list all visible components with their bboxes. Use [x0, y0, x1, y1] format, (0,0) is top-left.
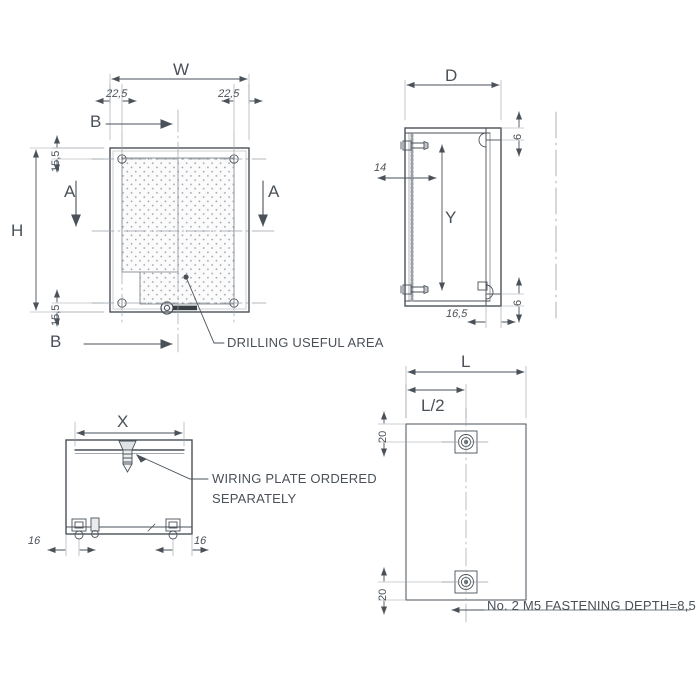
leader-drilling-area — [183, 274, 225, 344]
dim-16-left — [47, 533, 96, 557]
hinge-top — [400, 140, 429, 151]
label-inset-left-22-5: 22,5 — [104, 88, 129, 100]
dim-14 — [377, 144, 437, 183]
leader-wiring-plate — [135, 454, 209, 480]
label-depth-D: D — [445, 66, 458, 85]
front-view-geometry — [29, 73, 279, 353]
dim-inset-top — [51, 135, 105, 173]
label-inner-height-Y: Y — [445, 208, 457, 227]
label-height-H: H — [11, 221, 24, 240]
rear-view-geometry — [377, 365, 691, 627]
side-view-geometry — [377, 79, 557, 329]
latch-top-right — [478, 132, 487, 148]
dim-6-top — [500, 111, 525, 157]
label-bottom-offset-20: 20 — [377, 588, 389, 601]
foot-right — [165, 518, 181, 540]
dim-16-5 — [467, 305, 516, 329]
label-half-length-L2: L/2 — [421, 396, 445, 415]
dim-20-bottom — [377, 567, 456, 615]
dim-X — [74, 421, 185, 447]
label-width-W: W — [173, 60, 190, 79]
bottom-view-geometry — [47, 421, 209, 557]
front-latch — [160, 301, 197, 315]
wiring-plate-screw — [118, 440, 137, 473]
dim-inset-right — [221, 83, 263, 135]
label-plate-width-X: X — [117, 412, 129, 431]
label-foot-right-16: 16 — [192, 535, 208, 547]
latch-bottom-right — [477, 281, 494, 300]
base-stud — [90, 517, 100, 538]
label-inset-right-22-5: 22,5 — [216, 88, 241, 100]
label-section-a-left: A — [64, 182, 76, 201]
label-section-b-top: B — [90, 112, 102, 131]
label-edge-bottom-6: 6 — [512, 299, 524, 306]
callout-drilling-useful-area: DRILLING USEFUL AREA — [227, 335, 384, 350]
callout-wiring-plate-line1: WIRING PLATE ORDERED — [212, 471, 377, 486]
label-inset-bottom-15-5: 15,5 — [50, 304, 62, 326]
dim-inset-bottom — [51, 289, 105, 327]
label-section-a-right: A — [268, 182, 280, 201]
label-base-offset-16-5: 16,5 — [444, 308, 469, 320]
label-foot-left-16: 16 — [26, 535, 42, 547]
hinge-bottom — [400, 284, 429, 295]
label-length-L: L — [461, 352, 471, 371]
label-edge-top-6: 6 — [512, 133, 524, 140]
foot-left — [71, 518, 87, 540]
dim-16-right — [155, 533, 209, 557]
dim-L-half — [405, 383, 467, 419]
dim-H — [29, 147, 105, 313]
callout-fastening-note: No. 2 M5 FASTENING DEPTH=8,5 — [487, 598, 696, 613]
dim-20-top — [377, 411, 456, 457]
dim-6-bottom — [500, 277, 525, 323]
dim-D — [404, 79, 502, 121]
callout-wiring-plate-line2: SEPARATELY — [212, 491, 297, 506]
label-hinge-offset-14: 14 — [372, 162, 388, 174]
label-section-b-bottom: B — [50, 332, 62, 351]
dim-W — [109, 73, 250, 141]
dim-inset-left — [95, 83, 137, 135]
label-inset-top-15-5: 15,5 — [50, 150, 62, 172]
label-top-offset-20: 20 — [377, 430, 389, 443]
